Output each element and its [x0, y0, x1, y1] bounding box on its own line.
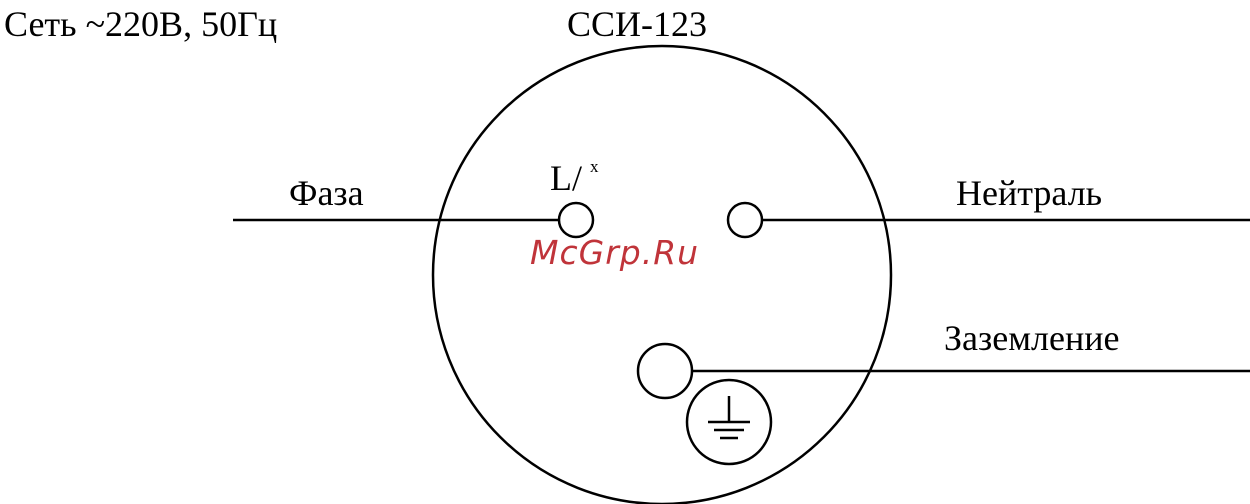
neutral-label: Нейтраль — [956, 175, 1102, 211]
ground-label: Заземление — [944, 320, 1119, 356]
device-model-title: ССИ-123 — [567, 6, 707, 42]
phase-label: Фаза — [289, 175, 364, 211]
phase-terminal — [559, 203, 593, 237]
watermark: McGrp.Ru — [530, 236, 699, 269]
phase-terminal-superscript: x — [590, 158, 599, 175]
socket-body-outline — [433, 46, 891, 504]
ground-terminal — [638, 344, 692, 398]
phase-terminal-label: L/ — [550, 160, 582, 196]
neutral-terminal — [728, 203, 762, 237]
earth-ground-icon — [687, 380, 771, 464]
network-spec-label: Сеть ~220В, 50Гц — [4, 6, 277, 42]
